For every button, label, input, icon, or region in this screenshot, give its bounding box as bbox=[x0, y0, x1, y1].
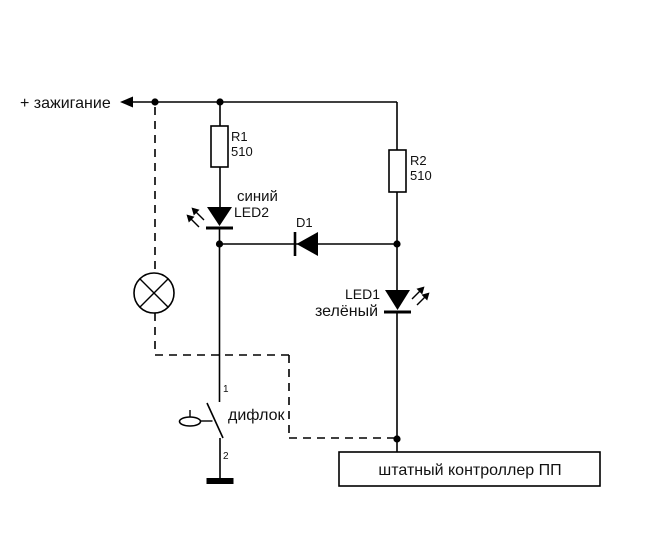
led2-symbol bbox=[186, 207, 233, 230]
led2-emission-arrows-icon bbox=[186, 207, 205, 228]
led2-name-label: LED2 bbox=[234, 204, 269, 220]
switch-actuator-icon bbox=[178, 410, 213, 427]
junction-dot bbox=[393, 240, 401, 248]
r1-name-label: R1 bbox=[231, 129, 248, 144]
led1-color-label: зелёный bbox=[315, 303, 378, 320]
d1-name-label: D1 bbox=[296, 215, 313, 230]
r2-name-label: R2 bbox=[410, 153, 427, 168]
junction-dot bbox=[215, 240, 224, 248]
led1-name-label: LED1 bbox=[345, 286, 380, 302]
controller-box bbox=[338, 451, 601, 487]
switch-name-label: дифлок bbox=[228, 407, 286, 424]
junction-dot bbox=[393, 435, 401, 443]
resistor-r1 bbox=[210, 125, 229, 168]
ground-icon bbox=[206, 478, 234, 484]
junction-dot bbox=[151, 98, 159, 106]
r1-value-label: 510 bbox=[231, 144, 253, 159]
led1-symbol bbox=[384, 286, 430, 314]
switch-difflock bbox=[178, 402, 224, 439]
switch-pin1-label: 1 bbox=[223, 384, 229, 395]
power-rail-wire bbox=[120, 96, 397, 108]
controller-label: штатный контроллер ПП bbox=[378, 462, 561, 479]
diode-d1-symbol bbox=[293, 232, 318, 256]
indicator-lamp-icon bbox=[133, 272, 175, 314]
led1-emission-arrows-icon bbox=[411, 286, 430, 306]
switch-pin2-label: 2 bbox=[223, 451, 229, 462]
power-label: + зажигание bbox=[20, 95, 111, 112]
switch-lever bbox=[206, 402, 224, 439]
led2-color-label: синий bbox=[237, 188, 278, 205]
left-arrow-icon bbox=[120, 96, 133, 108]
resistor-r2 bbox=[388, 149, 407, 193]
junction-dot bbox=[216, 98, 224, 106]
r2-value-label: 510 bbox=[410, 168, 432, 183]
